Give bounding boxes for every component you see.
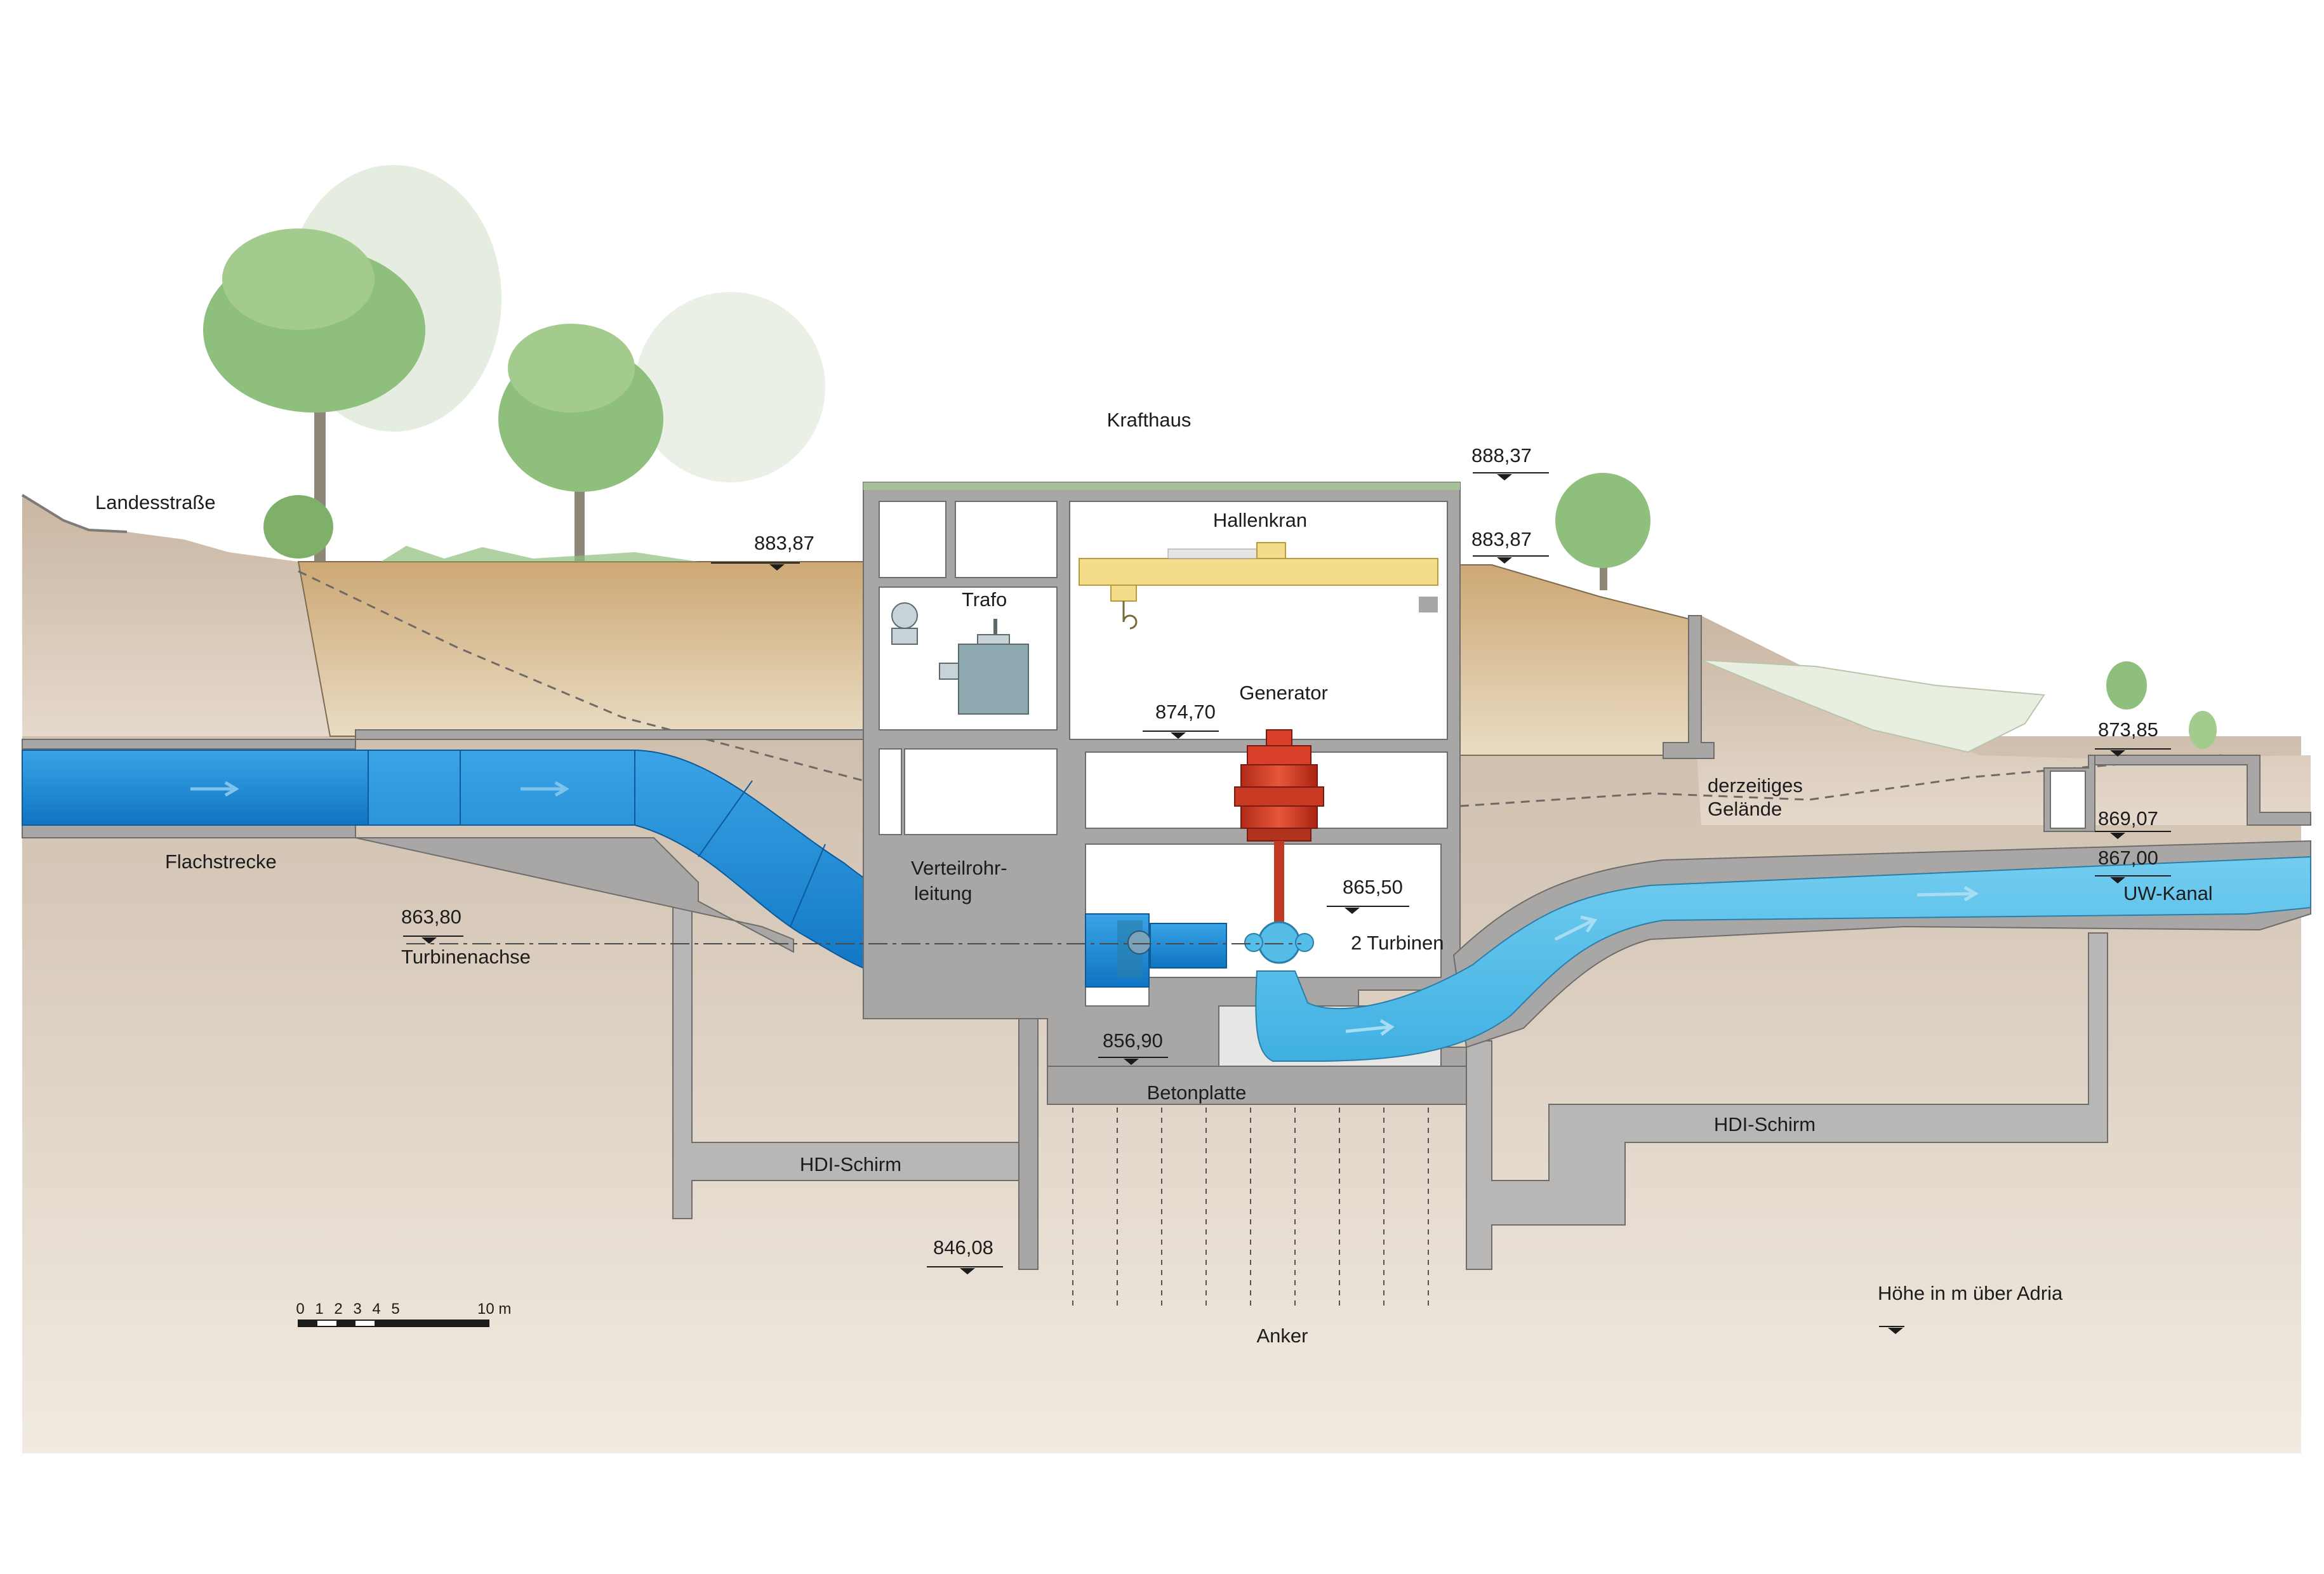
wall-left-deep bbox=[1018, 1015, 1039, 1270]
flow-arrow-1 bbox=[190, 781, 239, 797]
elev-865-50: 865,50 bbox=[1343, 876, 1403, 898]
road-line bbox=[21, 494, 128, 533]
elev-874-70: 874,70 bbox=[1155, 701, 1216, 723]
scale-bar bbox=[298, 1319, 489, 1327]
label-anker: Anker bbox=[1257, 1325, 1308, 1347]
label-turbinenachse: Turbinenachse bbox=[401, 946, 531, 968]
label-trafo: Trafo bbox=[962, 588, 1007, 611]
label-landesstrasse: Landesstraße bbox=[95, 491, 216, 513]
scale-bar-labels: 0 1 2 3 4 5 10 m bbox=[296, 1300, 511, 1318]
elev-873-85: 873,85 bbox=[2098, 718, 2158, 741]
trafo-unit bbox=[891, 602, 1029, 715]
scale-end-label: 10 m bbox=[477, 1300, 511, 1318]
inlet-valve bbox=[1085, 913, 1227, 988]
green-roof bbox=[863, 482, 1460, 490]
label-generator: Generator bbox=[1239, 682, 1328, 704]
elev-846-08: 846,08 bbox=[933, 1236, 993, 1259]
room-mid-left-1 bbox=[879, 748, 902, 835]
elev-883-87-right: 883,87 bbox=[1471, 528, 1532, 550]
pipe-bend-bottom-wall bbox=[355, 837, 794, 953]
label-legend: Höhe in m über Adria bbox=[1878, 1282, 2063, 1304]
label-hdi-right: HDI-Schirm bbox=[1714, 1113, 1816, 1135]
scale-tick-3: 3 bbox=[353, 1300, 361, 1318]
elev-869-07: 869,07 bbox=[2098, 807, 2158, 830]
flow-arrow-4 bbox=[1554, 915, 1598, 941]
right-terrain bbox=[1689, 616, 2311, 825]
right-green-slope bbox=[1701, 659, 2045, 753]
tree-group-left bbox=[203, 165, 825, 562]
machine-hall bbox=[1069, 501, 1448, 740]
elev-888-37: 888,37 bbox=[1471, 444, 1532, 466]
label-derzeitiges-2: Gelände bbox=[1708, 798, 1782, 820]
room-top-left-1 bbox=[879, 501, 946, 578]
flow-arrow-5 bbox=[1916, 885, 1979, 902]
tunnel-upper-lining bbox=[22, 739, 356, 750]
label-turbinen: 2 Turbinen bbox=[1351, 932, 1444, 954]
room-top-left-2 bbox=[955, 501, 1058, 578]
generator-unit bbox=[1234, 729, 1324, 923]
label-derzeitiges-1: derzeitiges bbox=[1708, 774, 1803, 797]
title-krafthaus: Krafthaus bbox=[1107, 409, 1192, 431]
label-hdi-left: HDI-Schirm bbox=[800, 1153, 901, 1175]
label-uw-kanal: UW-Kanal bbox=[2123, 882, 2213, 904]
elev-883-87-left: 883,87 bbox=[754, 532, 814, 554]
hdi-right bbox=[1466, 932, 2108, 1270]
outlet-wall-right bbox=[2094, 755, 2311, 826]
elev-863-80: 863,80 bbox=[401, 906, 461, 928]
outlet-room bbox=[2050, 770, 2086, 829]
scale-tick-4: 4 bbox=[372, 1300, 380, 1318]
scale-tick-1: 1 bbox=[315, 1300, 323, 1318]
hallenkran-crane bbox=[1079, 542, 1438, 630]
terrain-dashed-left bbox=[298, 570, 864, 782]
scale-tick-0: 0 bbox=[296, 1300, 304, 1318]
label-verteilrohrleitung-2: leitung bbox=[914, 882, 972, 904]
uw-kanal bbox=[1255, 856, 2311, 1062]
flow-arrow-3 bbox=[1345, 1019, 1395, 1036]
anchor-lines bbox=[1072, 1108, 1429, 1307]
tree-right bbox=[1555, 473, 2217, 749]
left-hillside bbox=[22, 495, 330, 736]
scale-tick-5: 5 bbox=[391, 1300, 399, 1318]
elev-856-90: 856,90 bbox=[1103, 1029, 1163, 1052]
elev-867-00: 867,00 bbox=[2098, 847, 2158, 869]
scale-tick-2: 2 bbox=[334, 1300, 342, 1318]
elevation-markers bbox=[403, 472, 2171, 1334]
label-flachstrecke: Flachstrecke bbox=[165, 850, 277, 873]
label-betonplatte: Betonplatte bbox=[1147, 1081, 1247, 1104]
dam-post bbox=[1663, 615, 1715, 759]
flow-arrow-2 bbox=[521, 781, 569, 797]
label-verteilrohrleitung-1: Verteilrohr- bbox=[911, 857, 1007, 879]
turbine-unit bbox=[1244, 921, 1314, 964]
room-mid-left-2 bbox=[904, 748, 1058, 835]
label-hallenkran: Hallenkran bbox=[1213, 509, 1307, 531]
